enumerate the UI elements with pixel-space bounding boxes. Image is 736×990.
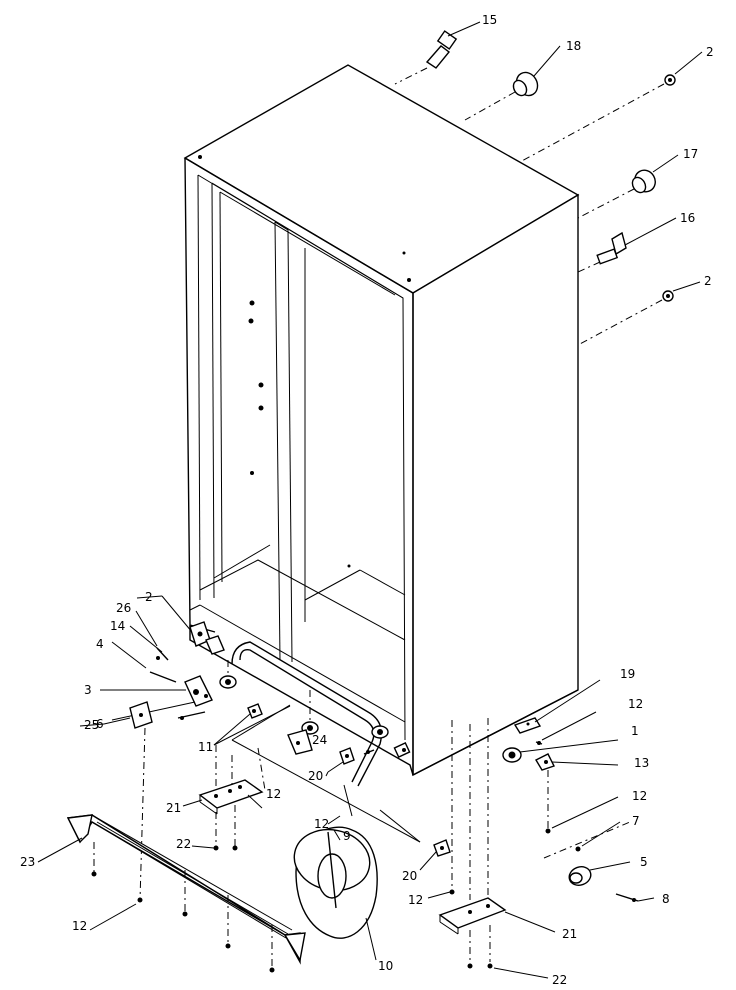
label-5: 5 — [640, 855, 648, 869]
label-9: 9 — [343, 829, 351, 843]
part-5-roller — [568, 861, 631, 886]
part-15-hinge-pin — [394, 21, 481, 85]
leveler-center — [371, 725, 389, 739]
label-8: 8 — [662, 892, 670, 906]
part-23-kick-plate — [37, 814, 306, 973]
label-26: 26 — [116, 601, 131, 615]
label-20-a: 20 — [308, 769, 323, 783]
cabinet — [183, 64, 580, 777]
part-11-clip — [213, 703, 263, 746]
label-23: 23 — [20, 855, 35, 869]
label-11: 11 — [198, 740, 213, 754]
label-22-left: 22 — [176, 837, 191, 851]
part-10-insulation-roll — [293, 826, 378, 961]
part-21-left-plate — [182, 745, 264, 851]
dashed-service-area — [231, 704, 421, 843]
label-12-a: 12 — [266, 787, 281, 801]
label-15: 15 — [482, 13, 497, 27]
label-3: 3 — [84, 683, 92, 697]
label-12-c: 12 — [314, 817, 329, 831]
part-8-screw — [615, 893, 655, 902]
label-22-right: 22 — [552, 973, 567, 987]
label-12-d: 12 — [408, 893, 423, 907]
label-17: 17 — [683, 147, 698, 161]
part-12-screw-right-top — [535, 711, 597, 745]
part-screw-near-9 — [363, 742, 411, 758]
label-2-mid: 2 — [704, 274, 712, 288]
part-2-plug-mid — [577, 281, 701, 346]
part-7-washer — [543, 821, 631, 859]
label-21-right: 21 — [562, 927, 577, 941]
part-2-plug-top — [519, 51, 703, 163]
label-19: 19 — [620, 667, 635, 681]
label-4: 4 — [96, 637, 104, 651]
part-1-leveler — [519, 739, 619, 753]
leveler-right — [502, 747, 522, 763]
label-12-e: 12 — [628, 697, 643, 711]
callout-labels: 15 18 2 17 16 2 2 26 14 4 3 6 25 11 21 1… — [20, 13, 714, 987]
label-13: 13 — [634, 756, 649, 770]
label-18: 18 — [566, 39, 581, 53]
label-leader-ticks — [79, 595, 341, 931]
label-24: 24 — [312, 733, 327, 747]
left-hinge-assembly — [100, 595, 237, 901]
part-20-clip-right — [419, 720, 455, 899]
part-12-screw-right-mid — [545, 796, 619, 834]
label-12-f: 12 — [632, 789, 647, 803]
part-20-clip — [327, 747, 355, 773]
label-20-b: 20 — [402, 869, 417, 883]
part-17-bushing — [577, 154, 679, 219]
part-18-bushing — [464, 45, 561, 121]
label-14: 14 — [110, 619, 125, 633]
part-16-hinge-bracket — [577, 217, 677, 273]
label-10: 10 — [378, 959, 393, 973]
label-21-left: 21 — [166, 801, 181, 815]
label-16: 16 — [680, 211, 695, 225]
label-1: 1 — [631, 724, 639, 738]
part-19-bracket — [513, 679, 601, 734]
label-2-top: 2 — [706, 45, 714, 59]
label-7: 7 — [632, 814, 640, 828]
part-21-right-plate — [438, 718, 556, 979]
label-12-b: 12 — [72, 919, 87, 933]
part-24-bracket — [287, 729, 313, 755]
part-13-clip — [535, 753, 619, 828]
